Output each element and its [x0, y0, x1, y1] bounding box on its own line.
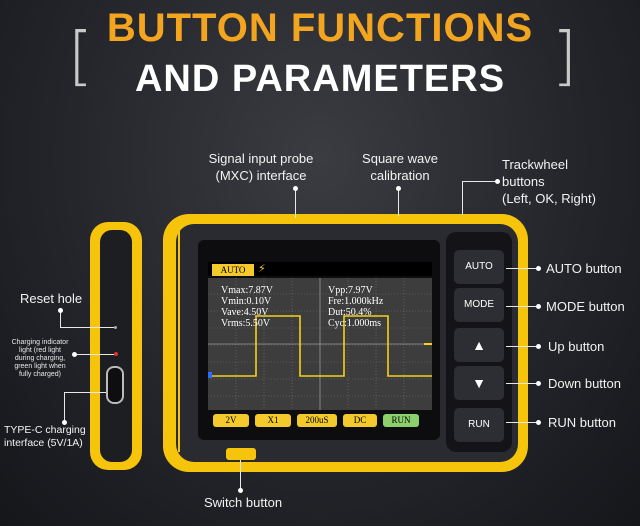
meas-vave: Vave:4.50V — [221, 307, 269, 318]
leader-typec-h — [64, 392, 106, 393]
up-arrow-icon: ▲ — [472, 337, 486, 353]
up-button[interactable]: ▲ — [454, 328, 504, 362]
callout-mode: MODE button — [546, 299, 625, 314]
title-line-2: AND PARAMETERS — [134, 58, 506, 100]
leader-dot-auto — [536, 266, 541, 271]
callout-up: Up button — [548, 339, 605, 354]
leader-probe — [295, 188, 296, 218]
typec-port[interactable] — [106, 366, 124, 404]
leader-dot-charging — [72, 352, 77, 357]
leader-reset-v — [60, 310, 61, 328]
leader-dot-square — [396, 186, 401, 191]
leader-mode — [506, 306, 538, 307]
leader-dot-switch — [238, 488, 243, 493]
callout-trackwheel-line1: Trackwheel — [502, 157, 568, 172]
callout-run: RUN button — [548, 415, 616, 430]
leader-dot-down — [536, 381, 541, 386]
callout-down: Down button — [548, 376, 621, 391]
screen-header-bar — [208, 262, 432, 276]
callout-switch: Switch button — [204, 495, 283, 510]
callout-typec-line2: interface (5V/1A) — [4, 437, 83, 449]
callout-charging-line5: fully charged) — [18, 371, 62, 378]
callout-charging-indicator: Charging indicator light (red light duri… — [8, 339, 72, 379]
leader-dot-reset — [58, 308, 63, 313]
frame-edge — [178, 222, 180, 452]
bolt-icon: ⚡ — [258, 263, 266, 275]
callout-square-line2: calibration — [370, 168, 430, 183]
callout-probe: Signal input probe (MXC) interface — [186, 150, 336, 184]
softkey-coupling[interactable]: DC — [343, 414, 377, 427]
softkey-run[interactable]: RUN — [383, 414, 419, 427]
leader-auto — [506, 268, 538, 269]
leader-typec-v — [64, 392, 65, 422]
screen-auto-tag: AUTO — [212, 264, 254, 276]
meas-vrms: Vrms:5.50V — [221, 318, 271, 329]
meas-cyc: Cyc:1.000ms — [328, 318, 382, 329]
callout-trackwheel-line3: (Left, OK, Right) — [502, 191, 596, 206]
callout-square-line1: Square wave — [362, 151, 438, 166]
callout-charging-line3: during charging, — [14, 355, 66, 362]
waveform-plot — [208, 278, 432, 410]
run-button[interactable]: RUN — [454, 408, 504, 442]
softkey-probe-multiplier[interactable]: X1 — [255, 414, 291, 427]
callout-probe-line2: (MXC) interface — [215, 168, 307, 183]
softkey-voltage[interactable]: 2V — [213, 414, 249, 427]
leader-down — [506, 383, 538, 384]
callout-probe-line1: Signal input probe — [208, 151, 314, 166]
scope-grid — [208, 278, 432, 410]
callout-typec: TYPE-C charging interface (5V/1A) — [4, 424, 86, 450]
meas-vpp: Vpp:7.97V — [328, 285, 373, 296]
callout-charging-line2: light (red light — [18, 347, 62, 354]
callout-charging-line4: green light when — [14, 363, 66, 370]
switch-button[interactable] — [226, 448, 256, 460]
down-button[interactable]: ▼ — [454, 366, 504, 400]
charging-indicator-light — [114, 352, 118, 356]
meas-vmax: Vmax:7.87V — [221, 285, 273, 296]
callout-trackwheel-line2: buttons — [502, 174, 545, 189]
callout-typec-line1: TYPE-C charging — [4, 424, 86, 436]
leader-charging — [74, 354, 114, 355]
leader-dot-mode — [536, 304, 541, 309]
leader-run — [506, 422, 538, 423]
leader-switch — [240, 460, 241, 490]
square-wave-trace — [208, 315, 432, 377]
callout-reset: Reset hole — [20, 291, 83, 306]
leader-dot-probe — [293, 186, 298, 191]
title-line-1: BUTTON FUNCTIONS — [106, 6, 534, 50]
leader-up — [506, 346, 538, 347]
leader-dot-trackwheel — [495, 179, 500, 184]
device-side-inner — [100, 230, 132, 462]
leader-trackwheel-v — [462, 181, 463, 215]
callout-trackwheel: Trackwheel buttons (Left, OK, Right) — [502, 156, 596, 207]
callout-charging-line1: Charging indicator — [11, 339, 69, 346]
leader-square — [398, 188, 399, 216]
callout-auto: AUTO button — [546, 261, 622, 276]
leader-dot-up — [536, 344, 541, 349]
leader-dot-run — [536, 420, 541, 425]
meas-dut: Dut:50.4% — [328, 307, 372, 318]
title-bracket-right: ] — [552, 20, 577, 94]
meas-fre: Fre:1.000kHz — [328, 296, 384, 307]
mode-button[interactable]: MODE — [454, 288, 504, 322]
reset-hole[interactable] — [114, 326, 117, 329]
meas-vmin: Vmin:0.10V — [221, 296, 272, 307]
softkey-timebase[interactable]: 200uS — [297, 414, 337, 427]
title-bracket-left: [ — [68, 20, 93, 94]
leader-trackwheel-h — [462, 181, 498, 182]
auto-button[interactable]: AUTO — [454, 250, 504, 284]
callout-square-wave: Square wave calibration — [340, 150, 460, 184]
down-arrow-icon: ▼ — [472, 375, 486, 391]
leader-reset-h — [60, 327, 114, 328]
leader-dot-typec — [62, 420, 67, 425]
